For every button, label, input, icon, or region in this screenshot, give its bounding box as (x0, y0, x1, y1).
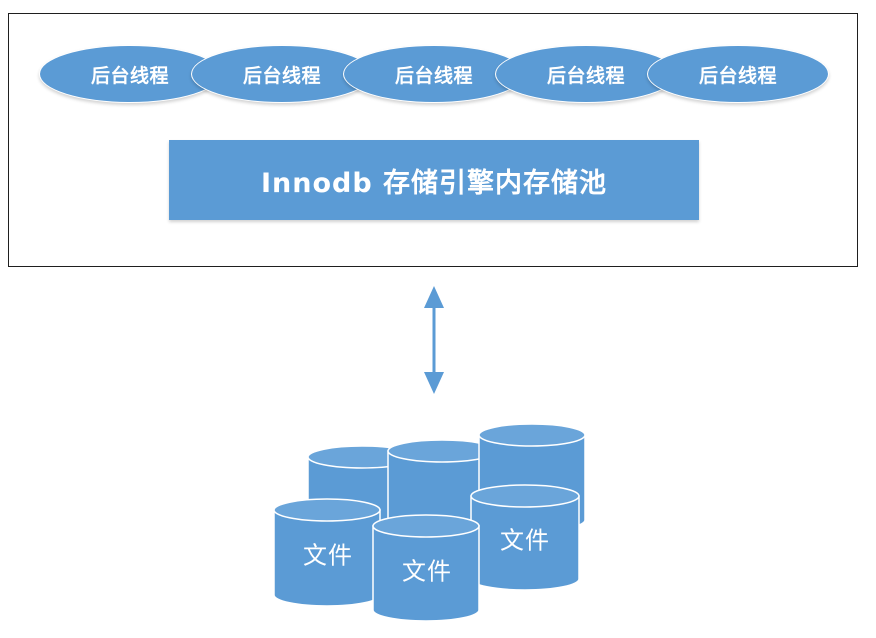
background-thread-1: 后台线程 (39, 45, 221, 103)
background-thread-4: 后台线程 (495, 45, 677, 103)
background-threads-row: 后台线程 后台线程 后台线程 后台线程 后台线程 (0, 0, 876, 120)
file-label-3: 文件 (500, 526, 550, 555)
background-thread-5: 后台线程 (647, 45, 829, 103)
file-cylinder-1 (273, 498, 381, 607)
file-label-1: 文件 (303, 541, 353, 570)
file-cylinder-2 (372, 514, 480, 622)
bidirectional-arrow-icon (424, 286, 444, 394)
buffer-pool-box: Innodb 存储引擎内存储池 (169, 140, 699, 220)
file-cylinder-3 (470, 484, 580, 591)
background-thread-3: 后台线程 (343, 45, 525, 103)
file-label-2: 文件 (402, 557, 452, 586)
